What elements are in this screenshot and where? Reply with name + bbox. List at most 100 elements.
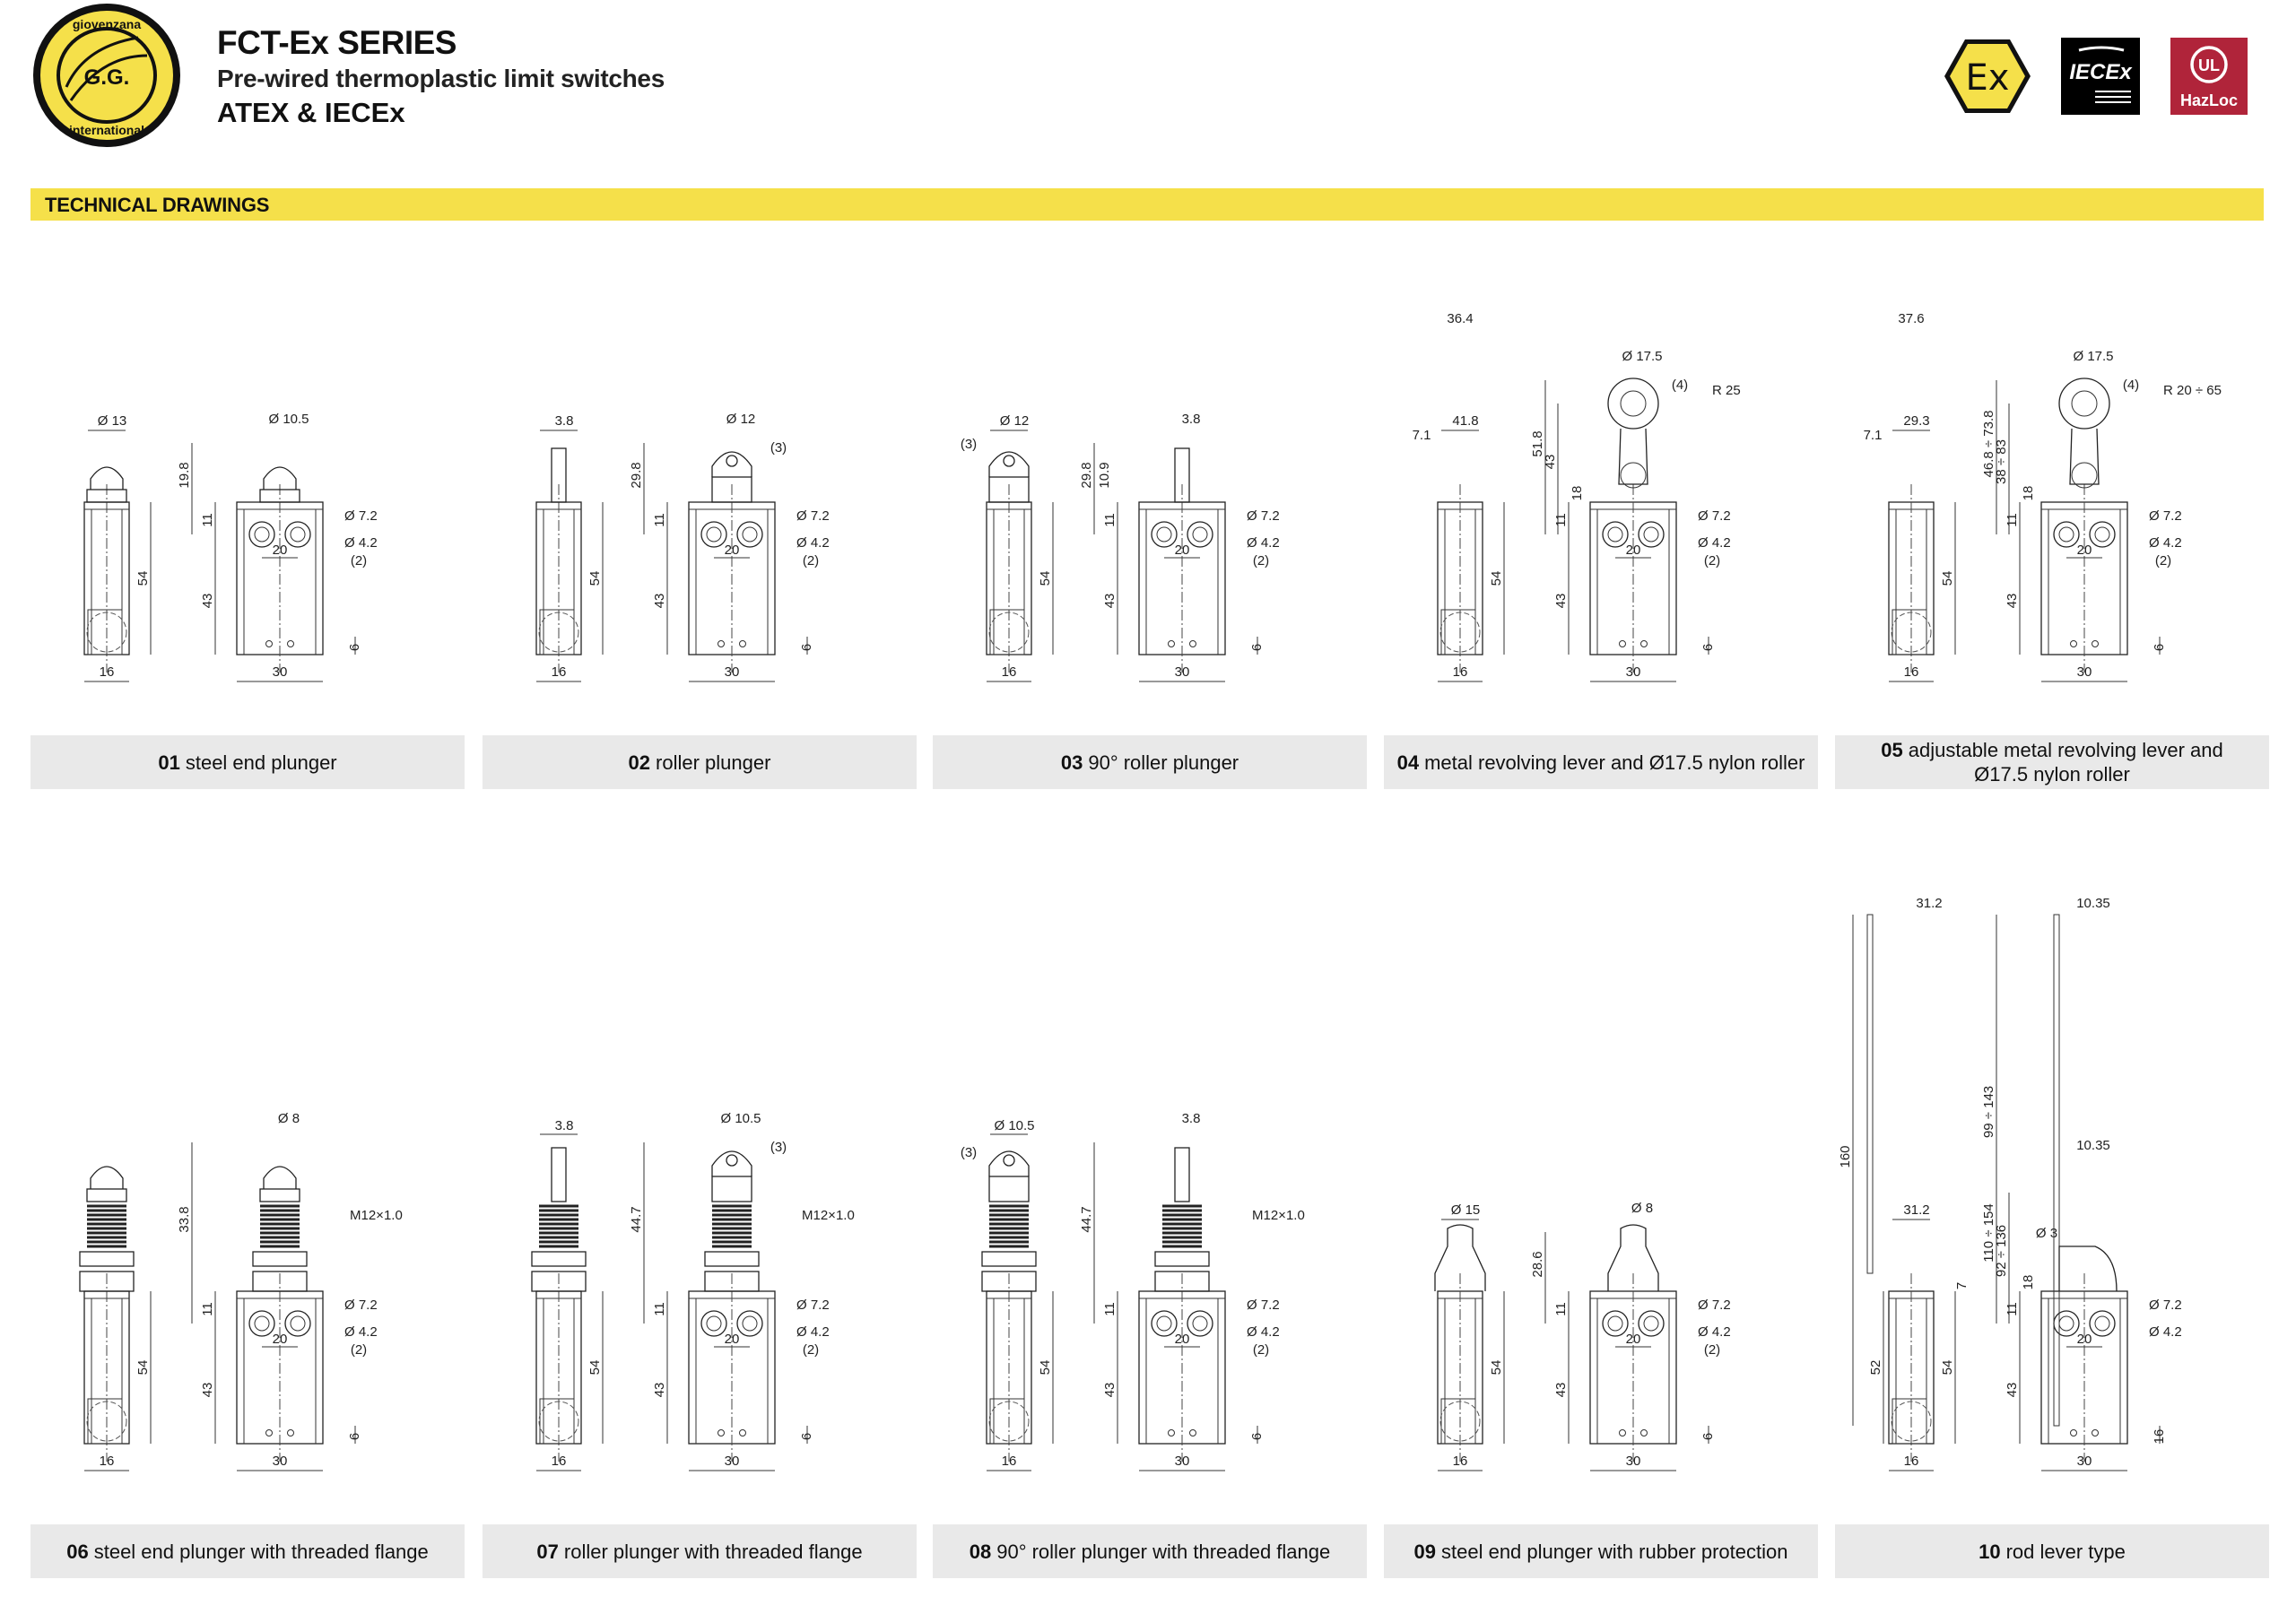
dim-hole-offset: 11	[200, 513, 215, 527]
dim-rod-range: 99 ÷ 143	[1981, 1086, 1996, 1138]
actuator	[981, 1150, 1037, 1292]
dim-side-height: 54	[1940, 1360, 1955, 1376]
small-hole	[1619, 1429, 1626, 1436]
ul-hazloc-icon: UL HazLoc	[2170, 38, 2248, 115]
cable-entry	[1892, 609, 1927, 655]
cable-entry	[989, 1398, 1025, 1445]
dim-hole-spacing: 20	[725, 1332, 740, 1347]
plunger-dome	[263, 1166, 297, 1189]
dim-inner-hole: Ø 4.2	[344, 1324, 378, 1340]
small-hole	[739, 640, 746, 647]
dim-front-top: Ø 12	[726, 412, 756, 427]
dim-outer-hole: Ø 7.2	[2149, 508, 2182, 524]
dim-body-height: 43	[1102, 1383, 1118, 1398]
actuator	[1434, 1224, 1486, 1291]
dim-front-top: Ø 8	[278, 1111, 300, 1126]
cable-entry	[87, 1398, 123, 1445]
plunger-base	[86, 1188, 127, 1202]
dim-side-roller: 7.1	[1864, 428, 1883, 443]
dim-side-note: (3)	[961, 437, 977, 452]
mounting-hole	[1151, 1310, 1178, 1337]
dim-side-height: 54	[135, 1360, 151, 1376]
dim-inner-hole: Ø 4.2	[2149, 1324, 2182, 1340]
actuator	[1607, 1224, 1659, 1291]
roller-pin	[1003, 455, 1015, 467]
dim-overall-2: 92 ÷ 136	[1994, 1225, 2009, 1277]
dim-side-height: 54	[1489, 571, 1504, 586]
plunger-body	[711, 476, 752, 503]
mounting-hole	[1638, 1310, 1665, 1337]
drawing-code: 04	[1396, 751, 1420, 774]
title-block: FCT-Ex SERIES Pre-wired thermoplastic li…	[217, 23, 665, 131]
dim-side-top2: 37.6	[1898, 311, 1924, 326]
dim-pivot: 18	[2021, 1275, 2036, 1290]
actuator	[79, 1166, 135, 1292]
drawing-code: 09	[1413, 1540, 1436, 1563]
small-hole	[1168, 1429, 1175, 1436]
rubber-boot	[1434, 1224, 1486, 1291]
flange-nut	[79, 1251, 135, 1267]
dim-side-top: Ø 10.5	[994, 1118, 1034, 1133]
dim-radius: R 20 ÷ 65	[2163, 383, 2222, 398]
dim-front-width: 30	[1626, 664, 1641, 680]
mounting-hole-inner	[254, 1315, 270, 1332]
mounting-hole	[1187, 1310, 1213, 1337]
cable-entry-circle	[86, 612, 127, 653]
dim-note: (3)	[770, 1140, 787, 1155]
drawing-label: steel end plunger with threaded flange	[93, 1540, 429, 1563]
mounting-hole	[248, 1310, 275, 1337]
dim-overall: 29.8	[1079, 462, 1094, 488]
mounting-hole	[248, 521, 275, 548]
dim-front-width: 30	[1626, 1454, 1641, 1469]
drawing-label: roller plunger with threaded flange	[563, 1540, 863, 1563]
dim-note: (4)	[2123, 378, 2139, 393]
dim-side-top: 3.8	[555, 1118, 574, 1133]
small-hole	[1640, 640, 1648, 647]
dim-side-top2: 36.4	[1447, 311, 1473, 326]
mounting-hole-inner	[1643, 1315, 1659, 1332]
dim-quantity: (2)	[351, 1342, 367, 1358]
dim-quantity: (2)	[803, 553, 819, 568]
dim-overall: 46.8 ÷ 73.8	[1981, 411, 1996, 478]
dim-side-top: Ø 13	[98, 413, 127, 429]
dim-overall: 19.8	[177, 462, 192, 488]
dim-front-top: 10.35	[2076, 1138, 2110, 1153]
actuator	[551, 447, 567, 503]
dim-bottom: 6	[1700, 644, 1716, 651]
dim-side-width: 16	[1453, 664, 1468, 680]
small-hole	[265, 1429, 273, 1436]
dim-quantity: (2)	[1253, 1342, 1269, 1358]
mounting-hole-inner	[1192, 1315, 1208, 1332]
actuator	[704, 1150, 760, 1292]
dim-note: (3)	[770, 440, 787, 456]
dim-side-roller: 7.1	[1413, 428, 1431, 443]
dim-quantity: (2)	[1704, 1342, 1720, 1358]
dim-mid: 10.9	[1097, 462, 1112, 488]
svg-text:Ex: Ex	[1966, 57, 2010, 99]
dim-body-height: 43	[200, 594, 215, 609]
dim-front-top: Ø 10.5	[720, 1111, 761, 1126]
drawing-code: 06	[66, 1540, 89, 1563]
mounting-hole-inner	[1607, 1315, 1623, 1332]
drawing-label: 90° roller plunger	[1088, 751, 1239, 774]
dim-outer-hole: Ø 7.2	[796, 508, 830, 524]
mounting-hole	[736, 1310, 763, 1337]
small-hole	[287, 640, 294, 647]
dim-hole-offset: 11	[1102, 513, 1118, 527]
dim-hole-offset: 11	[652, 1302, 667, 1316]
